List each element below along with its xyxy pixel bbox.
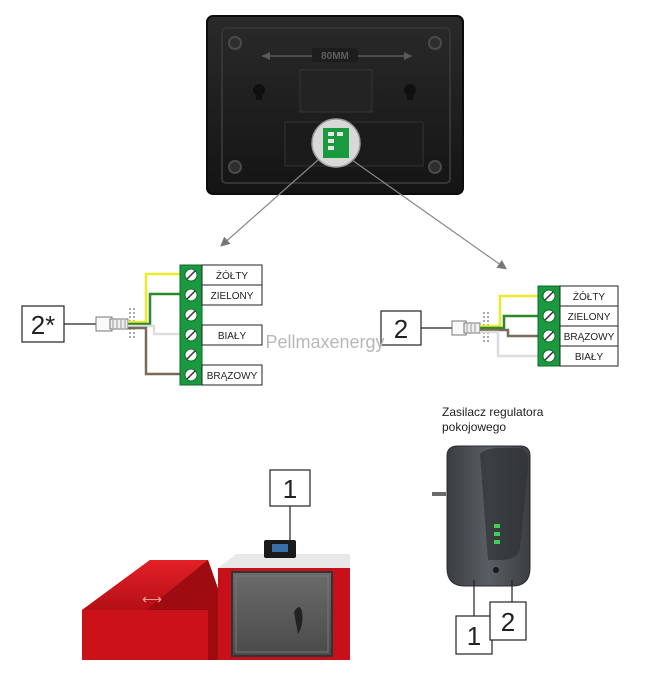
- terminal-screw-icon: [184, 328, 198, 342]
- left-connector: 2* ŻÓŁTY ZIELONY BIAŁY BRĄZOWY: [21, 264, 263, 386]
- badge-2-label: 2: [394, 314, 408, 344]
- control-panel-back: 80MM: [206, 15, 464, 195]
- badge-2-star-label: 2*: [31, 310, 56, 340]
- terminal-label-box: [201, 364, 263, 386]
- power-adapter: Zasilacz regulatora pokojowego 1 2: [432, 405, 544, 655]
- terminal-label: ŻÓŁTY: [573, 290, 606, 303]
- terminal-label: ZIELONY: [211, 291, 254, 302]
- terminal-label: BIAŁY: [575, 352, 604, 363]
- rj-plug-icon: [95, 316, 129, 332]
- terminal-label: BRĄZOWY: [207, 371, 258, 382]
- terminal-label: BRĄZOWY: [564, 332, 615, 343]
- terminal-screw-icon: [184, 288, 198, 302]
- wire-yellow: [128, 272, 182, 324]
- terminal-label-box: [201, 284, 263, 306]
- double-arrow-icon: ⟷: [142, 591, 162, 607]
- wire-white: [480, 330, 540, 358]
- badge-2-adapter-label: 2: [501, 607, 515, 637]
- terminal-screw-icon: [542, 309, 556, 323]
- badge-2-adapter: [489, 601, 527, 641]
- badge-1-adapter: [455, 615, 493, 655]
- terminal-label-box: [559, 345, 619, 367]
- wire-white: [128, 324, 182, 336]
- terminal-screw-icon: [184, 368, 198, 382]
- terminal-screw-icon: [542, 349, 556, 363]
- screw-icon: [228, 36, 442, 174]
- watermark: Pellmaxenergy: [265, 332, 384, 352]
- terminal-screw-icon: [542, 329, 556, 343]
- terminal-label: BIAŁY: [218, 331, 247, 342]
- terminal-label-box: [201, 324, 263, 346]
- badge-2: [380, 310, 422, 346]
- hanger-hole-icon: [253, 84, 416, 100]
- terminal-screw-icon: [542, 289, 556, 303]
- right-connector: 2 ŻÓŁTY ZIELONY BRĄZOWY BIAŁY: [380, 285, 619, 367]
- leader-arrow-right: [351, 159, 507, 270]
- adapter-caption-line1: Zasilacz regulatora: [442, 405, 544, 419]
- badge-1-adapter-label: 1: [467, 621, 481, 651]
- terminal-label: ZIELONY: [568, 312, 611, 323]
- terminal-label: ŻÓŁTY: [216, 269, 249, 282]
- dimension-label: 80MM: [321, 51, 349, 62]
- wire-green: [128, 292, 182, 326]
- wire-green: [480, 314, 540, 330]
- wire-yellow: [480, 294, 540, 328]
- leader-arrow-left: [220, 159, 319, 247]
- wire-brown: [480, 328, 540, 338]
- badge-2-star: [21, 305, 65, 343]
- boiler: ⟷ 1: [82, 469, 350, 660]
- rj-plug-icon: [451, 320, 481, 336]
- terminal-screw-icon: [184, 348, 198, 362]
- adapter-caption-line2: pokojowego: [442, 420, 506, 434]
- wire-brown: [128, 326, 182, 376]
- badge-1-boiler-label: 1: [283, 474, 297, 504]
- terminal-screw-icon: [184, 268, 198, 282]
- badge-1-boiler: [269, 469, 311, 507]
- terminal-screw-icon: [184, 308, 198, 322]
